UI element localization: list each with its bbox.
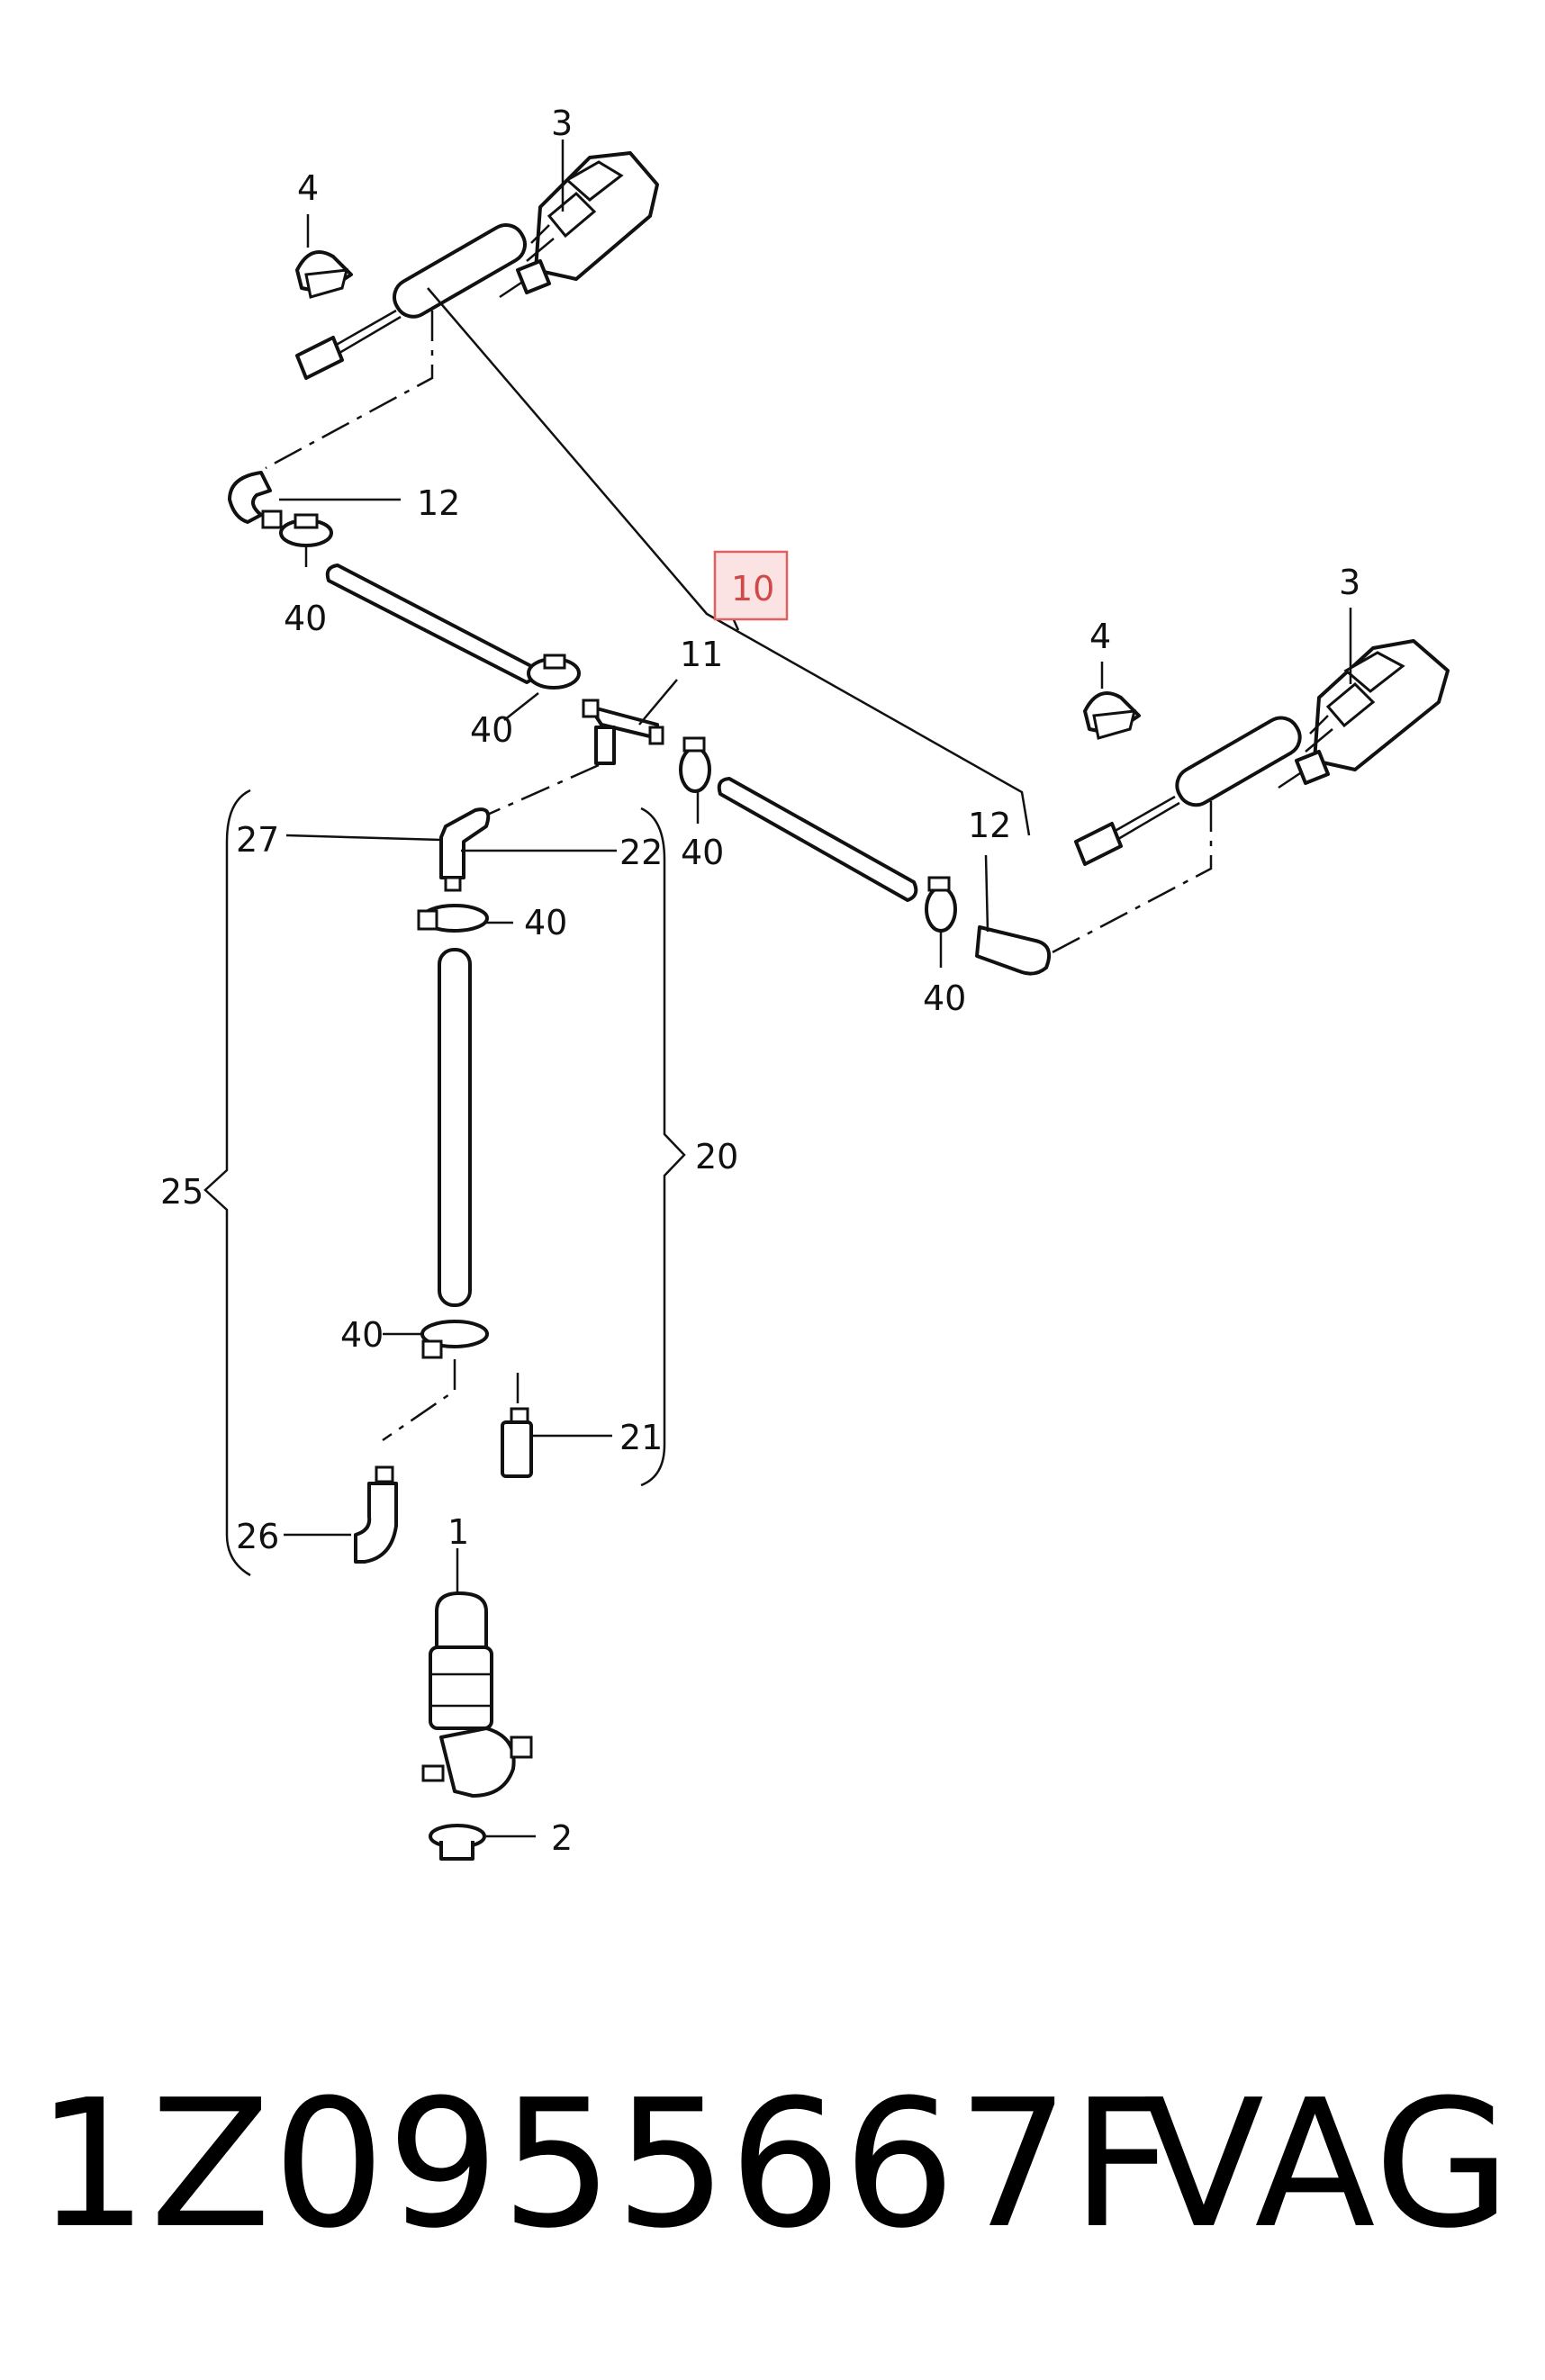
part-number-footer: 1Z0955667F VAG bbox=[36, 2061, 1513, 2268]
hose-clamp bbox=[279, 513, 333, 547]
clip-left bbox=[295, 250, 353, 299]
callout-3-left: 3 bbox=[551, 104, 573, 143]
elbow-connector-26 bbox=[354, 1465, 398, 1564]
callout-26: 26 bbox=[236, 1517, 279, 1556]
callout-40-tee: 40 bbox=[470, 710, 513, 750]
callout-10: 10 bbox=[731, 569, 774, 609]
callout-4-left: 4 bbox=[297, 168, 319, 208]
hose-clamp bbox=[925, 876, 957, 933]
callout-1: 1 bbox=[447, 1512, 469, 1552]
part-number: 1Z0955667F bbox=[36, 2062, 1175, 2267]
hose-segment-right bbox=[717, 777, 918, 902]
elbow-tip bbox=[444, 876, 462, 892]
nozzle-assembly-right bbox=[1074, 639, 1450, 866]
callout-21: 21 bbox=[619, 1418, 663, 1457]
callout-40-right-tee: 40 bbox=[681, 833, 724, 872]
elbow-connector-vertical bbox=[439, 807, 491, 879]
tee-connector bbox=[582, 699, 664, 765]
hose-vertical bbox=[438, 948, 472, 1307]
nozzle-assembly-left bbox=[295, 151, 659, 380]
hose-clamp bbox=[679, 736, 711, 793]
bracket-20 bbox=[640, 807, 686, 1487]
callout-27: 27 bbox=[236, 820, 279, 860]
callout-12-left: 12 bbox=[417, 483, 460, 523]
callout-12-right: 12 bbox=[968, 806, 1011, 845]
clip-right bbox=[1083, 691, 1141, 740]
highlight-box bbox=[713, 550, 789, 621]
callout-2: 2 bbox=[551, 1818, 573, 1858]
hose-segment-upper-left bbox=[325, 563, 537, 684]
bracket-25 bbox=[203, 789, 251, 1577]
callout-25: 25 bbox=[160, 1172, 203, 1212]
hose-clamp bbox=[420, 1320, 489, 1359]
connector-21 bbox=[501, 1407, 533, 1478]
callout-40-vertical-top: 40 bbox=[524, 903, 567, 942]
callout-11: 11 bbox=[680, 635, 723, 674]
elbow-connector-right bbox=[975, 925, 1051, 976]
callout-22: 22 bbox=[619, 833, 663, 872]
callout-3-right: 3 bbox=[1339, 563, 1360, 602]
callout-40-right-bottom: 40 bbox=[923, 978, 966, 1018]
elbow-connector-left bbox=[228, 471, 272, 524]
brand-name: VAG bbox=[1143, 2062, 1513, 2267]
callout-4-right: 4 bbox=[1089, 617, 1111, 656]
callout-20: 20 bbox=[695, 1137, 738, 1176]
grommet bbox=[429, 1824, 486, 1861]
hose-clamp bbox=[527, 654, 581, 690]
callout-40-vertical-bottom: 40 bbox=[340, 1315, 384, 1355]
callout-40-upper-left: 40 bbox=[284, 599, 327, 638]
hose-clamp bbox=[417, 904, 489, 933]
elbow-tip-left bbox=[261, 509, 283, 529]
washer-pump bbox=[421, 1591, 533, 1798]
